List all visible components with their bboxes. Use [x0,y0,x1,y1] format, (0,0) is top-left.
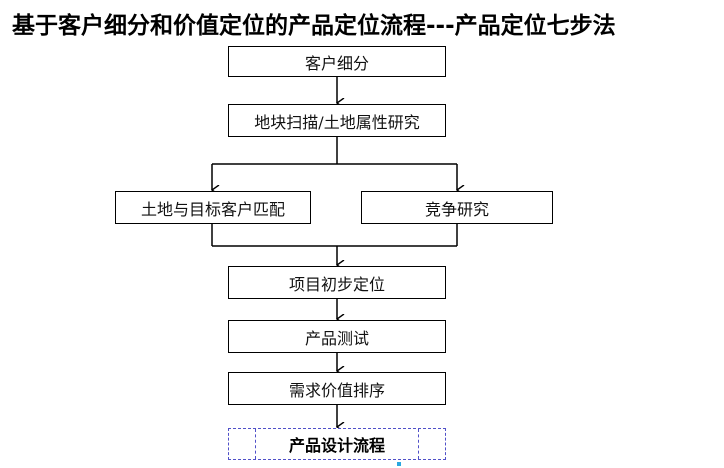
dashed-divider-left [255,429,256,459]
dashed-divider-right [418,429,419,459]
step-label: 项目初步定位 [288,274,385,294]
step-initial-positioning: 项目初步定位 [228,266,446,299]
step-product-design-process[interactable]: 产品设计流程 [228,428,446,460]
step-competition-research: 竞争研究 [361,191,553,224]
step-label: 产品测试 [304,328,369,348]
step-label: 客户细分 [304,53,369,73]
step-customer-segmentation: 客户细分 [228,46,446,77]
step-land-scan: 地块扫描/土地属性研究 [228,104,446,137]
step-label: 地块扫描/土地属性研究 [254,112,420,132]
step-land-customer-match: 土地与目标客户匹配 [115,191,311,224]
step-product-testing: 产品测试 [228,320,446,353]
step-label: 产品设计流程 [288,436,385,455]
cursor-mark [397,462,401,466]
step-value-ranking: 需求价值排序 [228,372,446,405]
page-title: 基于客户细分和价值定位的产品定位流程---产品定位七步法 [12,13,616,39]
step-label: 需求价值排序 [288,380,385,400]
step-label: 竞争研究 [424,199,489,219]
step-label: 土地与目标客户匹配 [140,199,285,219]
